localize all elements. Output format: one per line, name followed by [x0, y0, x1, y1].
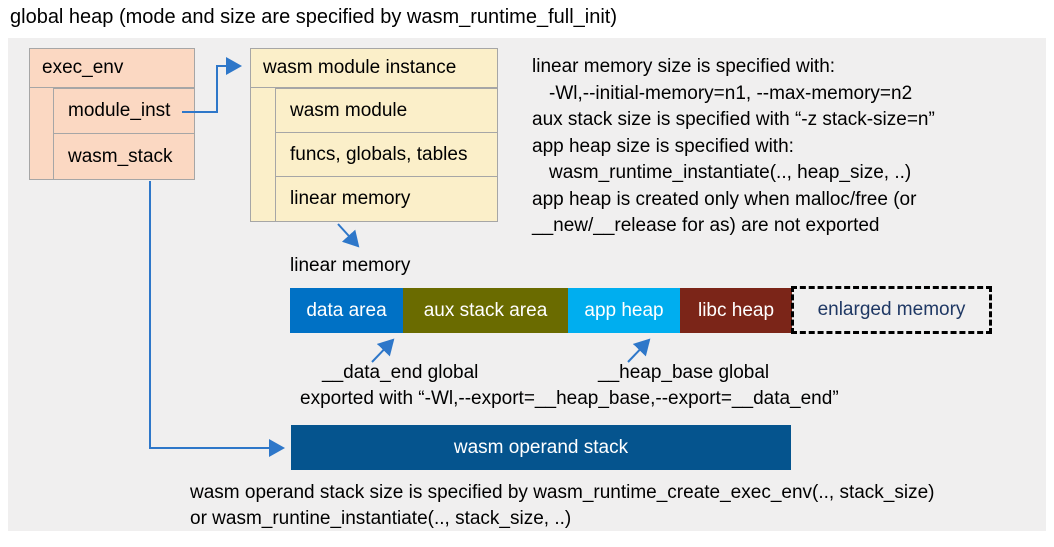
note-line: aux stack size is specified with “-z sta… [532, 109, 935, 130]
wasm-module-box: wasm module [275, 88, 498, 133]
note-line: __new/__release for as) are not exported [532, 215, 880, 236]
segment-enlarged-memory: enlarged memory [791, 286, 992, 334]
note-line: app heap size is specified with: [532, 135, 794, 157]
exported-with-label: exported with “-Wl,--export=__heap_base,… [300, 388, 839, 409]
memory-config-notes: linear memory size is specified with: -W… [532, 54, 1044, 240]
note-line: or wasm_runtine_instantiate(.., stack_si… [190, 507, 572, 529]
wasm-stack-box: wasm_stack [53, 133, 195, 180]
module-inst-box: module_inst [53, 88, 195, 134]
exec-env-title: exec_env [30, 49, 194, 88]
diagram-title: global heap (mode and size are specified… [10, 6, 617, 28]
segment-libc-heap: libc heap [680, 288, 792, 333]
linear-memory-box: linear memory [275, 176, 498, 222]
note-line: app heap is created only when malloc/fre… [532, 188, 917, 210]
segment-data-area: data area [290, 288, 403, 333]
note-line: wasm_runtime_instantiate(.., heap_size, … [549, 162, 912, 183]
funcs-globals-tables-box: funcs, globals, tables [275, 132, 498, 177]
module-instance-title: wasm module instance [251, 49, 497, 88]
data-end-global-label: __data_end global [322, 362, 479, 383]
operand-stack-notes: wasm operand stack size is specified by … [190, 480, 935, 531]
linear-memory-label: linear memory [290, 255, 411, 276]
segment-aux-stack-area: aux stack area [403, 288, 568, 333]
note-line: wasm operand stack size is specified by … [190, 482, 935, 503]
wasm-operand-stack-bar: wasm operand stack [291, 425, 791, 470]
note-line: -Wl,--initial-memory=n1, --max-memory=n2 [549, 82, 913, 104]
segment-app-heap: app heap [568, 288, 680, 333]
heap-base-global-label: __heap_base global [598, 362, 770, 383]
note-line: linear memory size is specified with: [532, 56, 836, 77]
